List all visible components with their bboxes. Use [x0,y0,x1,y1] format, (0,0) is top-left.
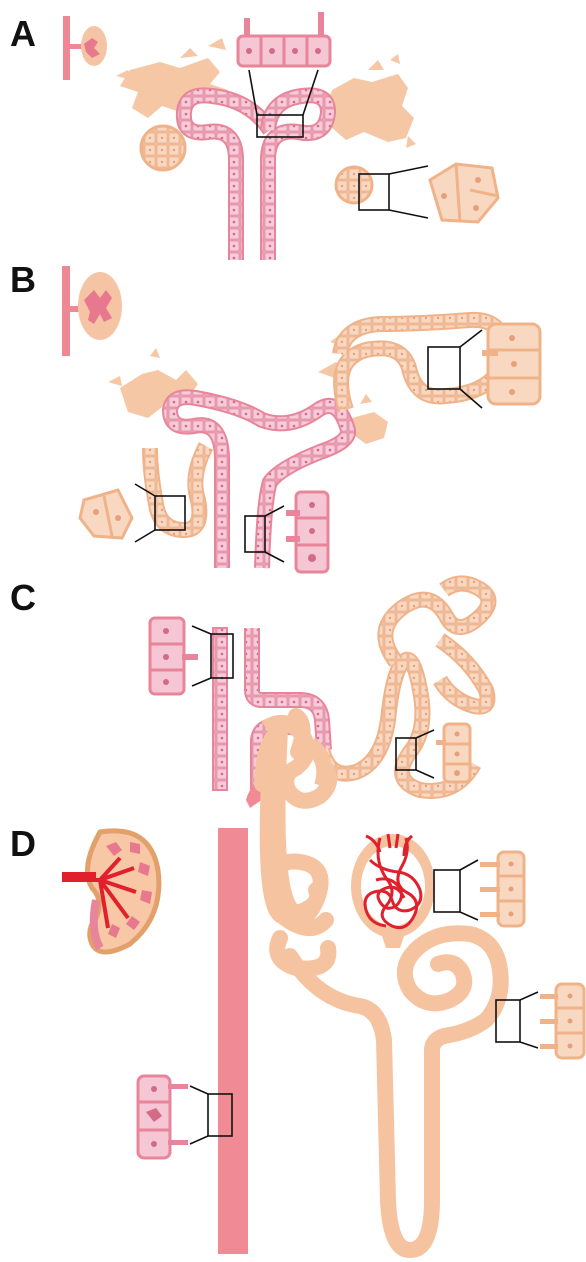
nephron-cells-detail-c [436,724,470,782]
collecting-duct-cells-detail-d [138,1076,188,1158]
glomerulus-cells-detail-d [480,852,524,926]
callout-vesicle-a [359,164,498,222]
distal-tubule-cells-detail-d [540,984,584,1058]
panel-b [62,266,540,572]
mesenchyme-cells-detail-a [430,164,498,222]
panel-a [63,12,498,260]
callout-distal-tubule-d [496,984,584,1058]
panel-d [62,716,584,1254]
collecting-duct-cells-detail-c [150,618,198,694]
nephron-cells-detail-b-right [482,324,540,404]
ureteric-cells-detail-b [286,492,328,572]
nephron-cells-detail-b-left [80,490,132,538]
ureteric-cells-detail-a [238,12,330,66]
kidney-inset-b [62,266,122,356]
ureteric-bud-a [184,95,328,260]
kidney-inset-a [63,16,107,80]
renal-vesicle-right-a [336,167,372,203]
nephron-tube-b-left [150,446,206,530]
collecting-duct-d [218,828,248,1254]
callout-glomerulus-d [434,852,524,926]
renal-vesicle-left-a [141,126,185,170]
callout-collecting-duct-d [138,1076,232,1158]
kidney-adult-d [62,831,159,952]
glomerulus-d [351,834,435,948]
